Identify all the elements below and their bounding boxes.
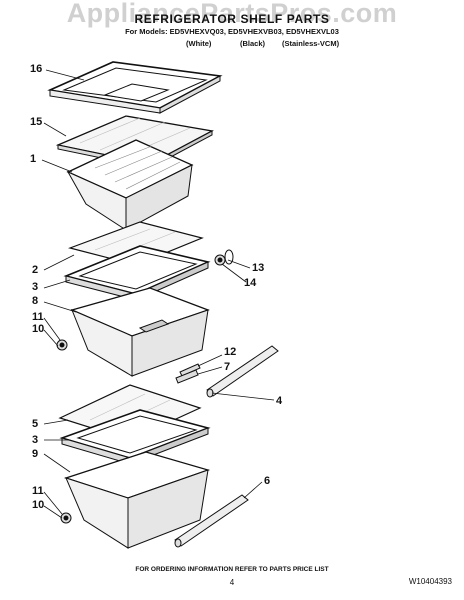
callout-10-upper: 10 <box>32 323 45 335</box>
ordering-note: FOR ORDERING INFORMATION REFER TO PARTS … <box>135 566 329 573</box>
leader-lines <box>41 69 275 519</box>
part-12-7-clips <box>175 363 201 384</box>
watermark: AppliancePartsPros.com <box>66 0 398 28</box>
variant-white: (White) <box>186 39 212 48</box>
part-16-shelf-frame <box>47 61 223 114</box>
document-id: W10404393 <box>408 577 452 586</box>
variant-black: (Black) <box>240 39 266 48</box>
part-1-shelf-tray <box>66 139 194 231</box>
part-4-rod <box>206 345 279 398</box>
part-11-10-fasteners-lower <box>60 512 72 524</box>
callout-6: 6 <box>264 475 271 487</box>
part-8-crisper-drawer <box>70 287 210 377</box>
variant-stainless: (Stainless-VCM) <box>282 39 340 48</box>
callout-4: 4 <box>276 395 283 407</box>
callout-10-lower: 10 <box>32 499 45 511</box>
part-13-14-roller <box>214 249 234 266</box>
callout-1: 1 <box>30 153 37 165</box>
part-11-10-fasteners-upper <box>56 339 68 351</box>
models-line: For Models: ED5VHEXVQ03, ED5VHEXVB03, ED… <box>125 27 339 36</box>
callout-13: 13 <box>252 262 265 274</box>
callout-9: 9 <box>32 448 39 460</box>
part-3-frame-lower <box>59 409 211 465</box>
callout-2: 2 <box>32 264 39 276</box>
callout-11-lower: 11 <box>32 485 44 497</box>
callout-3-lower: 3 <box>32 434 39 446</box>
callout-11-upper: 11 <box>32 311 44 323</box>
part-9-lower-drawer <box>63 451 211 549</box>
diagram-title: REFRIGERATOR SHELF PARTS <box>134 12 330 26</box>
callout-12: 12 <box>224 346 237 358</box>
callout-14: 14 <box>244 277 257 289</box>
callout-8: 8 <box>32 295 39 307</box>
part-6-rod <box>174 494 249 548</box>
page-number: 4 <box>229 578 235 587</box>
callout-3-upper: 3 <box>32 281 39 293</box>
callout-16: 16 <box>30 63 43 75</box>
callout-5: 5 <box>32 418 39 430</box>
callout-7: 7 <box>224 361 231 373</box>
callout-15: 15 <box>30 116 43 128</box>
part-3-frame-upper <box>63 245 211 301</box>
